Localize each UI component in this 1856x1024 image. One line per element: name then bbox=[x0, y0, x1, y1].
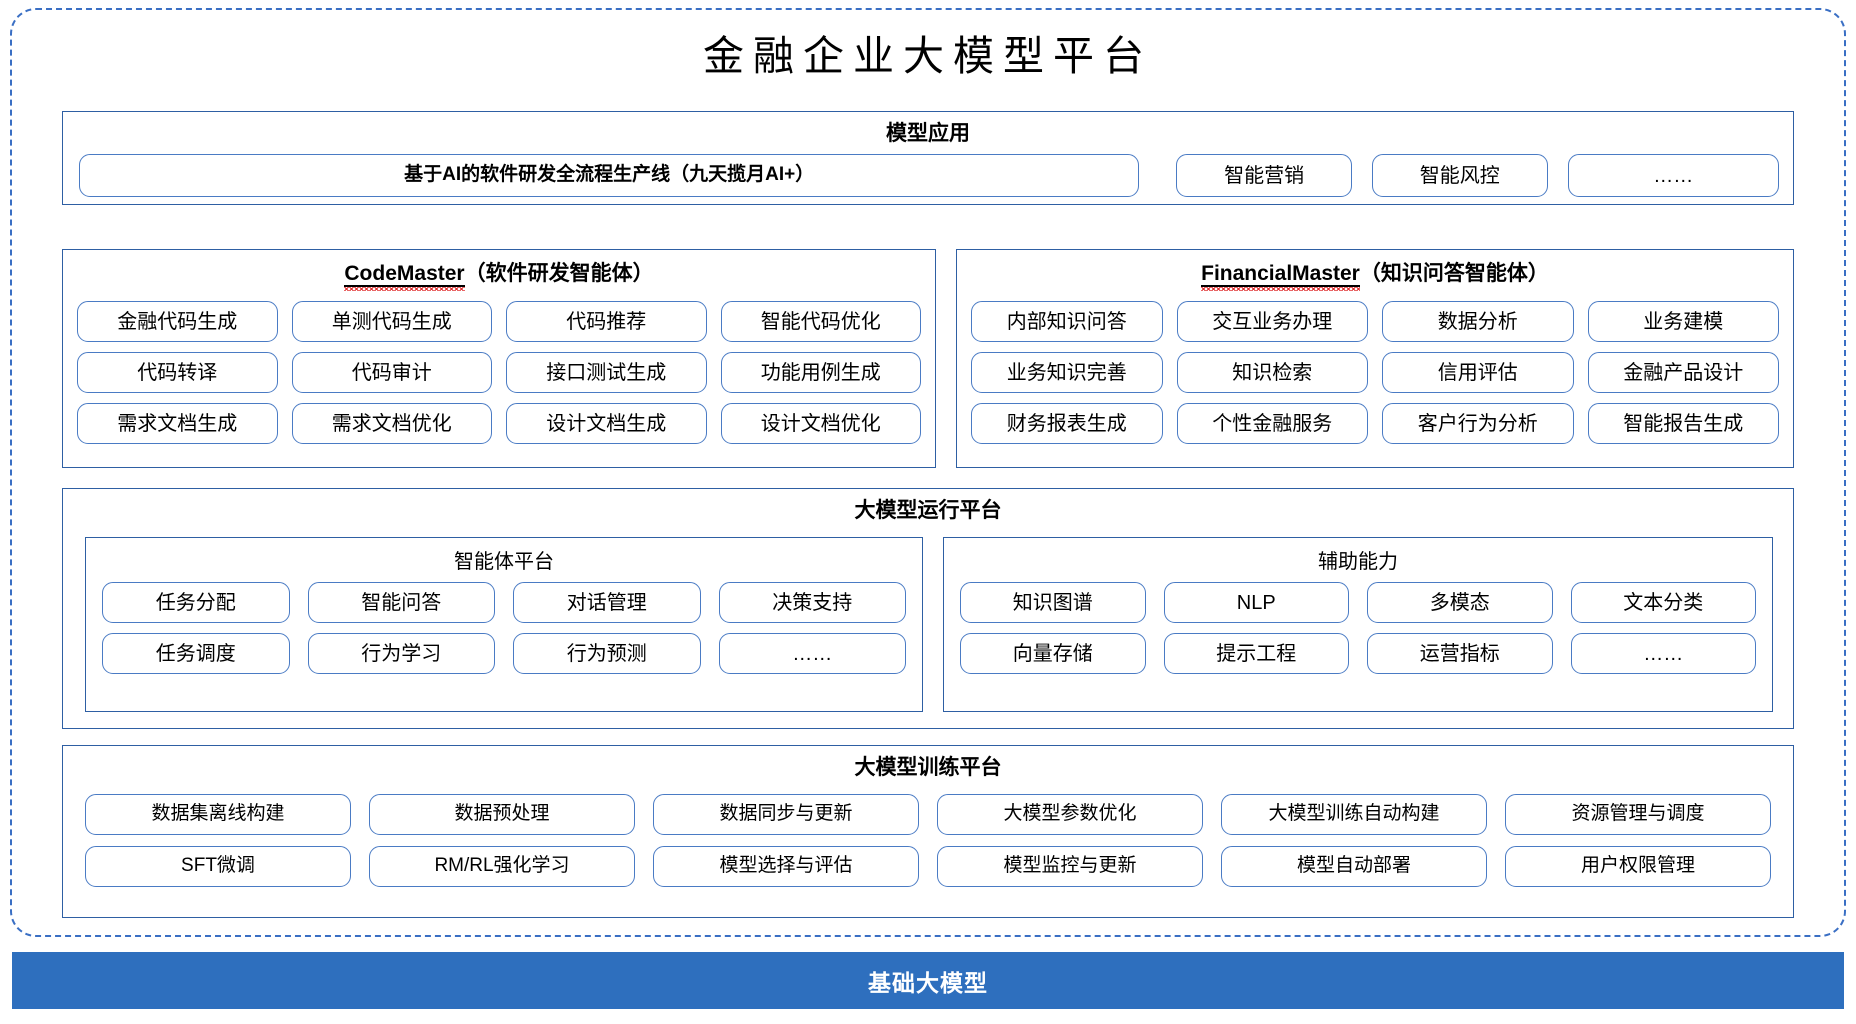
app-pill-smart-risk-control[interactable]: 智能风控 bbox=[1371, 154, 1548, 197]
financial-master-latin-name: FinancialMaster bbox=[1201, 262, 1360, 291]
chip-train-8[interactable]: 模型选择与评估 bbox=[653, 846, 919, 887]
chip-agent-7[interactable]: …… bbox=[718, 633, 906, 674]
chip-train-3[interactable]: 大模型参数优化 bbox=[937, 794, 1203, 835]
auxiliary-capability-chip-grid: 知识图谱 NLP 多模态 文本分类 向量存储 提示工程 运营指标 …… bbox=[960, 582, 1756, 674]
chip-aux-5[interactable]: 提示工程 bbox=[1163, 633, 1349, 674]
chip-fin-10[interactable]: 客户行为分析 bbox=[1382, 403, 1574, 444]
chip-fin-4[interactable]: 业务知识完善 bbox=[971, 352, 1163, 393]
section-title-financial-master: FinancialMaster（知识问答智能体） bbox=[957, 262, 1793, 291]
chip-fin-11[interactable]: 智能报告生成 bbox=[1587, 403, 1779, 444]
chip-aux-6[interactable]: 运营指标 bbox=[1367, 633, 1553, 674]
chip-train-6[interactable]: SFT微调 bbox=[85, 846, 351, 887]
chip-code-7[interactable]: 功能用例生成 bbox=[720, 352, 921, 393]
chip-fin-8[interactable]: 财务报表生成 bbox=[971, 403, 1163, 444]
chip-train-5[interactable]: 资源管理与调度 bbox=[1505, 794, 1771, 835]
training-platform-chip-grid: 数据集离线构建 数据预处理 数据同步与更新 大模型参数优化 大模型训练自动构建 … bbox=[85, 794, 1771, 887]
section-financial-master: FinancialMaster（知识问答智能体） 内部知识问答 交互业务办理 数… bbox=[956, 249, 1794, 468]
section-title-code-master: CodeMaster（软件研发智能体） bbox=[63, 262, 935, 291]
chip-train-11[interactable]: 用户权限管理 bbox=[1505, 846, 1771, 887]
chip-agent-3[interactable]: 决策支持 bbox=[718, 582, 906, 623]
chip-code-1[interactable]: 单测代码生成 bbox=[291, 301, 492, 342]
chip-agent-2[interactable]: 对话管理 bbox=[513, 582, 701, 623]
app-pill-smart-marketing[interactable]: 智能营销 bbox=[1176, 154, 1352, 197]
subsection-title-auxiliary-capability: 辅助能力 bbox=[1318, 551, 1398, 573]
financial-master-cn-name: （知识问答智能体） bbox=[1359, 262, 1549, 285]
financial-master-chip-grid: 内部知识问答 交互业务办理 数据分析 业务建模 业务知识完善 知识检索 信用评估… bbox=[971, 301, 1779, 444]
chip-aux-1[interactable]: NLP bbox=[1163, 582, 1349, 623]
section-title-model-applications: 模型应用 bbox=[886, 122, 970, 145]
page-title: 金融企业大模型平台 bbox=[703, 33, 1153, 79]
subsection-title-agent-platform: 智能体平台 bbox=[454, 551, 554, 573]
chip-aux-7[interactable]: …… bbox=[1570, 633, 1756, 674]
chip-aux-2[interactable]: 多模态 bbox=[1367, 582, 1553, 623]
chip-fin-9[interactable]: 个性金融服务 bbox=[1176, 403, 1368, 444]
chip-code-3[interactable]: 智能代码优化 bbox=[720, 301, 921, 342]
code-master-chip-grid: 金融代码生成 单测代码生成 代码推荐 智能代码优化 代码转译 代码审计 接口测试… bbox=[77, 301, 921, 444]
chip-fin-1[interactable]: 交互业务办理 bbox=[1176, 301, 1368, 342]
chip-code-9[interactable]: 需求文档优化 bbox=[291, 403, 492, 444]
app-pill-ai-pipeline[interactable]: 基于AI的软件研发全流程生产线（九天揽月AI+） bbox=[79, 154, 1140, 197]
subsection-agent-platform: 智能体平台 任务分配 智能问答 对话管理 决策支持 任务调度 行为学习 行为预测… bbox=[85, 537, 923, 712]
section-training-platform: 大模型训练平台 数据集离线构建 数据预处理 数据同步与更新 大模型参数优化 大模… bbox=[62, 745, 1794, 918]
subsection-auxiliary-capability: 辅助能力 知识图谱 NLP 多模态 文本分类 向量存储 提示工程 运营指标 …… bbox=[943, 537, 1773, 712]
chip-aux-4[interactable]: 向量存储 bbox=[960, 633, 1146, 674]
chip-train-2[interactable]: 数据同步与更新 bbox=[653, 794, 919, 835]
chip-train-9[interactable]: 模型监控与更新 bbox=[937, 846, 1203, 887]
chip-fin-3[interactable]: 业务建模 bbox=[1587, 301, 1779, 342]
chip-train-10[interactable]: 模型自动部署 bbox=[1221, 846, 1487, 887]
chip-code-11[interactable]: 设计文档优化 bbox=[720, 403, 921, 444]
chip-train-7[interactable]: RM/RL强化学习 bbox=[369, 846, 635, 887]
application-pill-row: 基于AI的软件研发全流程生产线（九天揽月AI+） 智能营销 智能风控 …… bbox=[79, 154, 1779, 197]
section-title-training-platform: 大模型训练平台 bbox=[854, 756, 1002, 779]
chip-agent-5[interactable]: 行为学习 bbox=[307, 633, 495, 674]
chip-agent-0[interactable]: 任务分配 bbox=[102, 582, 290, 623]
section-code-master: CodeMaster（软件研发智能体） 金融代码生成 单测代码生成 代码推荐 智… bbox=[62, 249, 936, 468]
agent-platform-chip-grid: 任务分配 智能问答 对话管理 决策支持 任务调度 行为学习 行为预测 …… bbox=[102, 582, 906, 674]
code-master-latin-name: CodeMaster bbox=[344, 262, 465, 291]
chip-train-0[interactable]: 数据集离线构建 bbox=[85, 794, 351, 835]
section-title-runtime-platform: 大模型运行平台 bbox=[854, 499, 1002, 522]
chip-agent-1[interactable]: 智能问答 bbox=[307, 582, 495, 623]
chip-train-1[interactable]: 数据预处理 bbox=[369, 794, 635, 835]
chip-agent-4[interactable]: 任务调度 bbox=[102, 633, 290, 674]
section-runtime-platform: 大模型运行平台 智能体平台 任务分配 智能问答 对话管理 决策支持 任务调度 行… bbox=[62, 488, 1794, 729]
foundation-model-label: 基础大模型 bbox=[868, 969, 988, 996]
chip-fin-5[interactable]: 知识检索 bbox=[1176, 352, 1368, 393]
chip-code-10[interactable]: 设计文档生成 bbox=[506, 403, 707, 444]
app-pill-more[interactable]: …… bbox=[1567, 154, 1779, 197]
chip-code-4[interactable]: 代码转译 bbox=[77, 352, 278, 393]
code-master-cn-name: （软件研发智能体） bbox=[464, 262, 654, 285]
section-model-applications: 模型应用 基于AI的软件研发全流程生产线（九天揽月AI+） 智能营销 智能风控 … bbox=[62, 111, 1794, 205]
chip-fin-6[interactable]: 信用评估 bbox=[1382, 352, 1574, 393]
chip-code-5[interactable]: 代码审计 bbox=[291, 352, 492, 393]
chip-agent-6[interactable]: 行为预测 bbox=[513, 633, 701, 674]
chip-aux-0[interactable]: 知识图谱 bbox=[960, 582, 1146, 623]
chip-fin-2[interactable]: 数据分析 bbox=[1382, 301, 1574, 342]
chip-fin-0[interactable]: 内部知识问答 bbox=[971, 301, 1163, 342]
foundation-model-bar: 基础大模型 bbox=[12, 952, 1844, 1009]
chip-code-6[interactable]: 接口测试生成 bbox=[506, 352, 707, 393]
chip-aux-3[interactable]: 文本分类 bbox=[1570, 582, 1756, 623]
chip-fin-7[interactable]: 金融产品设计 bbox=[1587, 352, 1779, 393]
chip-code-2[interactable]: 代码推荐 bbox=[506, 301, 707, 342]
chip-code-0[interactable]: 金融代码生成 bbox=[77, 301, 278, 342]
chip-code-8[interactable]: 需求文档生成 bbox=[77, 403, 278, 444]
chip-train-4[interactable]: 大模型训练自动构建 bbox=[1221, 794, 1487, 835]
